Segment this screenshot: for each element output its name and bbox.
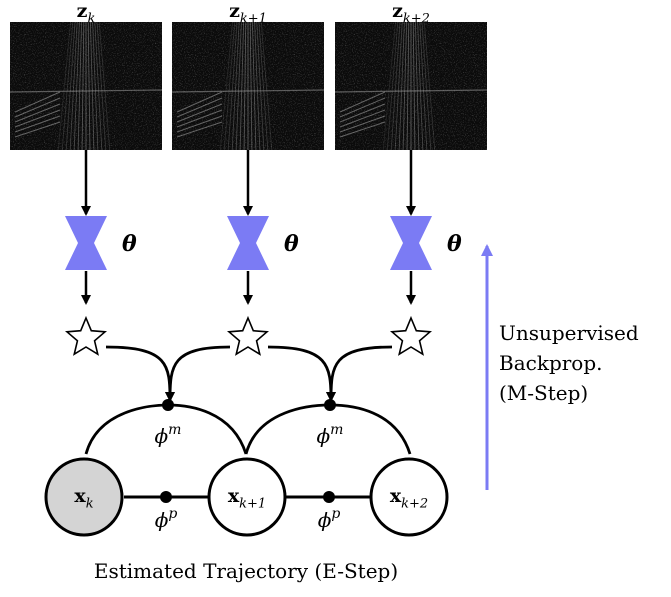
caption: Estimated Trajectory (E-Step)	[94, 559, 398, 583]
network-shape	[65, 216, 107, 270]
state-label-sub: k+2	[401, 497, 428, 512]
process-factor-label-main: ϕ	[155, 508, 169, 532]
feature-star-icon	[64, 315, 108, 356]
network-encoder: θ	[390, 216, 462, 270]
frame-label-sub: k+1	[240, 12, 267, 27]
network-encoder: θ	[65, 216, 137, 270]
measurement-factor-label-sub: m	[330, 422, 343, 438]
measurement-factor-edges	[84, 403, 412, 455]
process-factor-label: ϕp	[318, 506, 341, 532]
state-label-main: x	[228, 485, 240, 507]
network-shape	[390, 216, 432, 270]
state-label-main: x	[390, 485, 402, 507]
measurement-factor-dot	[324, 399, 336, 411]
process-factor-label-main: ϕ	[318, 508, 332, 532]
frame-label-main: z	[77, 0, 88, 22]
feature-star-icon	[226, 315, 270, 356]
radar-frame-texture	[171, 21, 325, 151]
measurement-factor-dot	[162, 399, 174, 411]
radar-frame: zk+2	[334, 0, 488, 151]
measurement-factor-label: ϕm	[317, 422, 344, 448]
state-label-main: x	[74, 485, 86, 507]
frame-label-main: z	[229, 0, 240, 22]
state-node: xk+1	[207, 457, 287, 537]
theta-label: θ	[284, 231, 299, 257]
process-factor-dot	[323, 491, 335, 503]
state-node: xk+2	[369, 457, 449, 537]
theta-label: θ	[447, 231, 462, 257]
theta-label: θ	[122, 231, 137, 257]
measurement-factor-label-sub: m	[168, 422, 181, 438]
state-circle	[369, 457, 449, 537]
side-label-line3: (M-Step)	[499, 381, 588, 405]
feature-star-icon	[389, 315, 433, 356]
network-encoder: θ	[227, 216, 299, 270]
frame-label: zk+2	[392, 0, 430, 27]
process-factor-label-sub: p	[331, 506, 340, 522]
state-circle	[44, 457, 124, 537]
network-to-feature-arrows	[81, 271, 416, 305]
frame-label-main: z	[392, 0, 403, 22]
frame-to-network-arrows	[81, 150, 416, 216]
state-node: xk	[44, 457, 124, 537]
frame-label: zk	[77, 0, 96, 27]
radar-frame: zk+1	[171, 0, 325, 151]
side-label-line1: Unsupervised	[499, 321, 639, 345]
feature-to-factor-arrows	[105, 345, 393, 402]
measurement-factor-label-main: ϕ	[155, 424, 169, 448]
measurement-factor-label: ϕm	[155, 422, 182, 448]
process-factor-dot	[160, 491, 172, 503]
state-circle	[207, 457, 287, 537]
frame-label-sub: k	[87, 12, 95, 27]
state-label-sub: k	[86, 497, 94, 512]
radar-frame-texture	[9, 21, 163, 151]
frame-label: zk+1	[229, 0, 267, 27]
state-label: xk+1	[228, 485, 266, 512]
network-shape	[227, 216, 269, 270]
state-label-sub: k+1	[239, 497, 266, 512]
process-factor-label: ϕp	[155, 506, 178, 532]
measurement-factor-label-main: ϕ	[317, 424, 331, 448]
radar-frame-texture	[334, 21, 488, 151]
radar-frame: zk	[9, 0, 163, 151]
frame-label-sub: k+2	[403, 12, 430, 27]
side-label-line2: Backprop.	[499, 351, 603, 375]
process-factor-label-sub: p	[168, 506, 177, 522]
side-label: Unsupervised Backprop. (M-Step)	[499, 321, 639, 405]
state-label: xk+2	[390, 485, 428, 512]
state-label: xk	[74, 485, 93, 512]
